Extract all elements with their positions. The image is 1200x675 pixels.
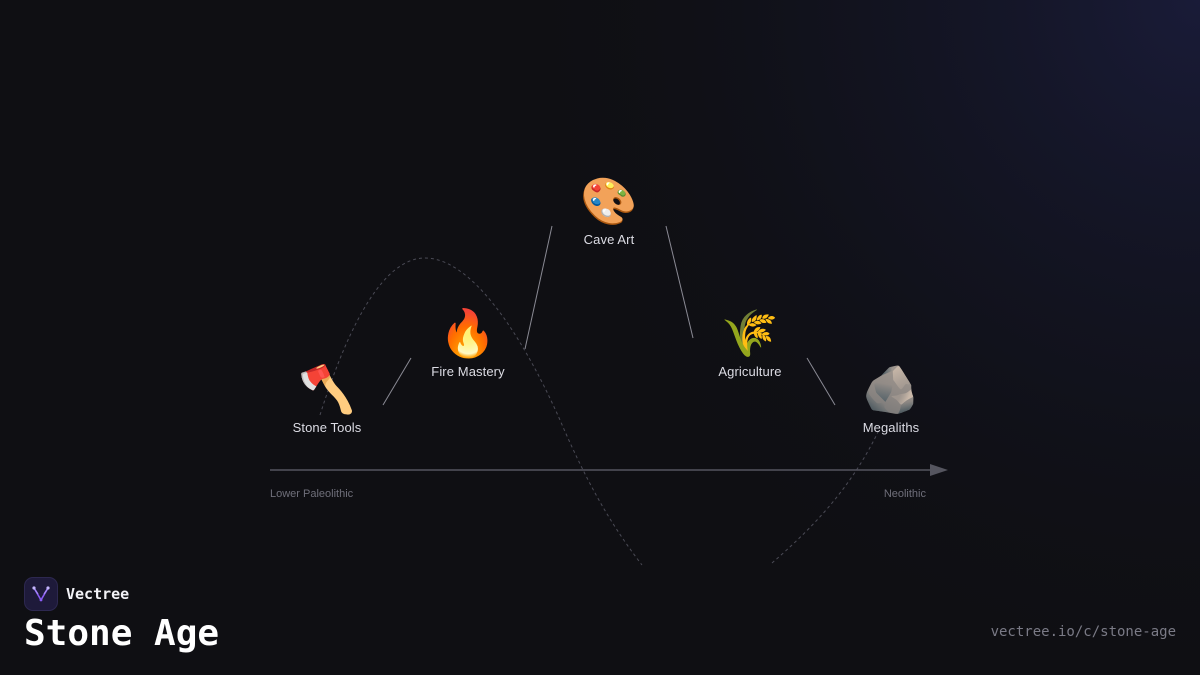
palette-icon: 🎨 bbox=[580, 174, 638, 228]
node-label: Cave Art bbox=[583, 232, 635, 247]
node-cave-art[interactable]: 🎨 Cave Art bbox=[539, 174, 679, 247]
node-stone-tools[interactable]: 🪓 Stone Tools bbox=[257, 362, 397, 435]
connector-cave-agri bbox=[665, 225, 694, 339]
rock-icon: 🪨 bbox=[862, 362, 920, 416]
timeline-end-label: Neolithic bbox=[883, 488, 926, 500]
brand[interactable]: Vectree bbox=[24, 577, 129, 611]
node-agriculture[interactable]: 🌾 Agriculture bbox=[680, 306, 820, 379]
fire-icon: 🔥 bbox=[439, 306, 497, 360]
node-label: Stone Tools bbox=[292, 420, 362, 435]
node-label: Fire Mastery bbox=[431, 364, 505, 379]
node-label: Agriculture bbox=[718, 364, 782, 379]
page-title: Stone Age bbox=[24, 613, 220, 654]
connector-stone-fire bbox=[382, 357, 412, 406]
connector-agri-mega bbox=[806, 357, 836, 406]
history-curve-tail bbox=[771, 431, 879, 564]
node-megaliths[interactable]: 🪨 Megaliths bbox=[821, 362, 961, 435]
node-label: Megaliths bbox=[862, 420, 920, 435]
brand-name: Vectree bbox=[66, 585, 130, 603]
wheat-icon: 🌾 bbox=[721, 306, 779, 360]
vectree-logo-icon bbox=[24, 577, 58, 611]
connector-fire-cave bbox=[524, 225, 553, 350]
timeline-start-label: Lower Paleolithic bbox=[270, 488, 354, 500]
node-fire-mastery[interactable]: 🔥 Fire Mastery bbox=[398, 306, 538, 379]
history-curve bbox=[319, 257, 643, 566]
page-url[interactable]: vectree.io/c/stone-age bbox=[990, 624, 1176, 640]
timeline-arrow-icon bbox=[930, 464, 948, 476]
axe-icon: 🪓 bbox=[298, 362, 356, 416]
